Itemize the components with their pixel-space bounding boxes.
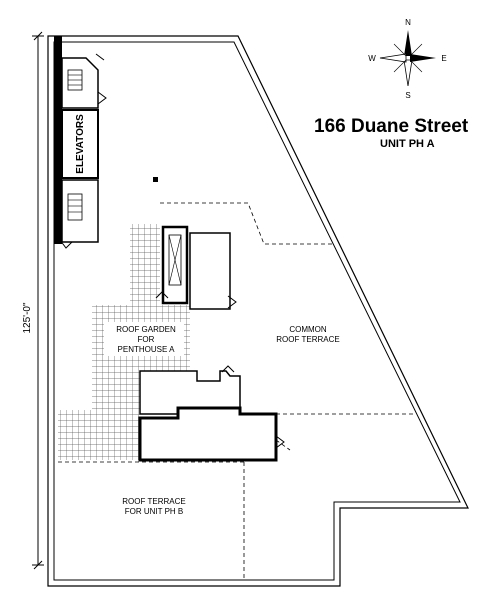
compass-rose: N S E W	[368, 18, 446, 100]
compass-north-arrow	[404, 30, 412, 56]
roof-garden-label-line3: PENTHOUSE A	[118, 345, 176, 354]
compass-ne	[409, 43, 423, 57]
stair-lower	[61, 179, 99, 243]
dimension-label: 125'-0"	[22, 302, 33, 333]
terrace-ph-b-label-line2: FOR UNIT PH B	[125, 507, 184, 516]
plan-title: 166 Duane Street	[314, 116, 469, 137]
compass-east-label: E	[441, 54, 446, 63]
elevator-shaft	[61, 109, 99, 179]
stair-upper	[61, 57, 99, 109]
terrace-divider-upper	[160, 202, 334, 245]
compass-east-arrow	[410, 54, 436, 62]
common-terrace-label-line1: COMMON	[289, 325, 327, 334]
stair-upper-door	[97, 91, 107, 105]
stair-upper-door-left	[95, 53, 105, 61]
plan-subtitle: UNIT PH A	[380, 138, 435, 150]
roof-garden-area-top	[130, 224, 160, 305]
compass-west-arrow	[379, 53, 407, 63]
compass-se	[409, 59, 423, 73]
penthouse-stair-door	[155, 291, 169, 299]
penthouse-lower-door	[275, 435, 285, 449]
compass-nw	[393, 43, 407, 57]
stair-lower-treads	[67, 193, 83, 221]
core-wall	[54, 36, 62, 244]
roof-garden-label-line2: FOR	[138, 335, 155, 344]
compass-west-label: W	[368, 54, 376, 63]
elevators-label: ELEVATORS	[75, 114, 86, 174]
stair-lower-door	[59, 239, 73, 249]
building-outline-outer	[47, 35, 469, 587]
dimension-tick-mark-bottom	[33, 560, 43, 570]
penthouse-stair-inner	[168, 234, 182, 286]
bulkhead-door	[227, 295, 237, 309]
compass-south-label: S	[405, 91, 410, 100]
penthouse-upper-door	[221, 365, 235, 373]
roof-garden-area-bottom	[58, 410, 140, 460]
roof-garden-label-bg	[104, 322, 184, 356]
roof-garden-area-low	[92, 375, 140, 415]
dimension-tick-mark-top	[33, 31, 43, 41]
column-marker	[153, 177, 158, 182]
building-outline-inner	[53, 41, 461, 581]
terrace-ph-b-label-line1: ROOF TERRACE	[122, 497, 185, 506]
roof-garden-label-line1: ROOF GARDEN	[116, 325, 176, 334]
compass-south-arrow	[403, 59, 413, 87]
penthouse-stair	[161, 225, 189, 305]
compass-sw	[393, 59, 407, 73]
mechanical-bulkhead	[189, 232, 231, 310]
terrace-divider-right	[275, 439, 291, 451]
penthouse-lower-block	[138, 406, 278, 462]
compass-north-label: N	[405, 18, 411, 27]
common-terrace-label-line2: ROOF TERRACE	[276, 335, 339, 344]
